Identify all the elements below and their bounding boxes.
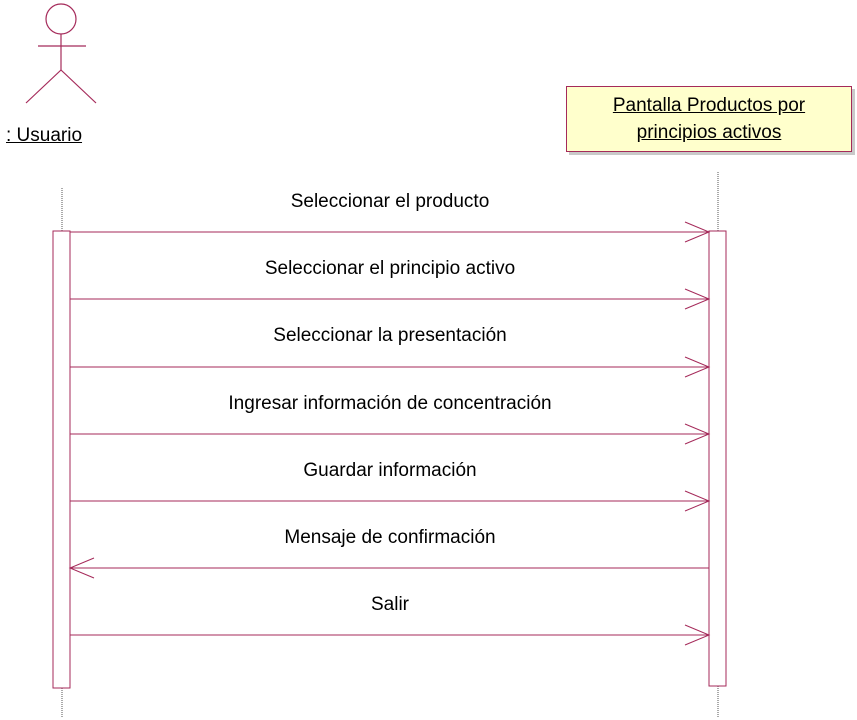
message-label-5: Guardar información [303, 460, 477, 481]
message-arrow-3 [70, 356, 711, 378]
actor-activation-bar [52, 230, 71, 689]
message-arrow-4 [70, 423, 711, 445]
message-label-4: Ingresar información de concentración [228, 393, 552, 414]
message-arrow-2 [70, 288, 711, 310]
message-label-1: Seleccionar el producto [290, 191, 490, 212]
message-arrow-7 [70, 624, 711, 646]
object-activation-bar [708, 230, 727, 687]
actor-label: : Usuario [6, 125, 83, 146]
message-label-2: Seleccionar el principio activo [264, 258, 516, 279]
object-box: Pantalla Productos por principios activo… [566, 86, 852, 152]
message-label-6: Mensaje de confirmación [284, 527, 496, 548]
object-label-line-2: principios activos [636, 122, 782, 143]
actor-stick-figure-icon [25, 3, 97, 104]
message-label-7: Salir [370, 594, 409, 615]
message-arrow-6-return [68, 557, 709, 579]
message-arrow-5 [70, 490, 711, 512]
object-label-line-1: Pantalla Productos por [612, 95, 806, 116]
message-label-3: Seleccionar la presentación [273, 325, 507, 346]
message-arrow-1 [70, 221, 711, 243]
